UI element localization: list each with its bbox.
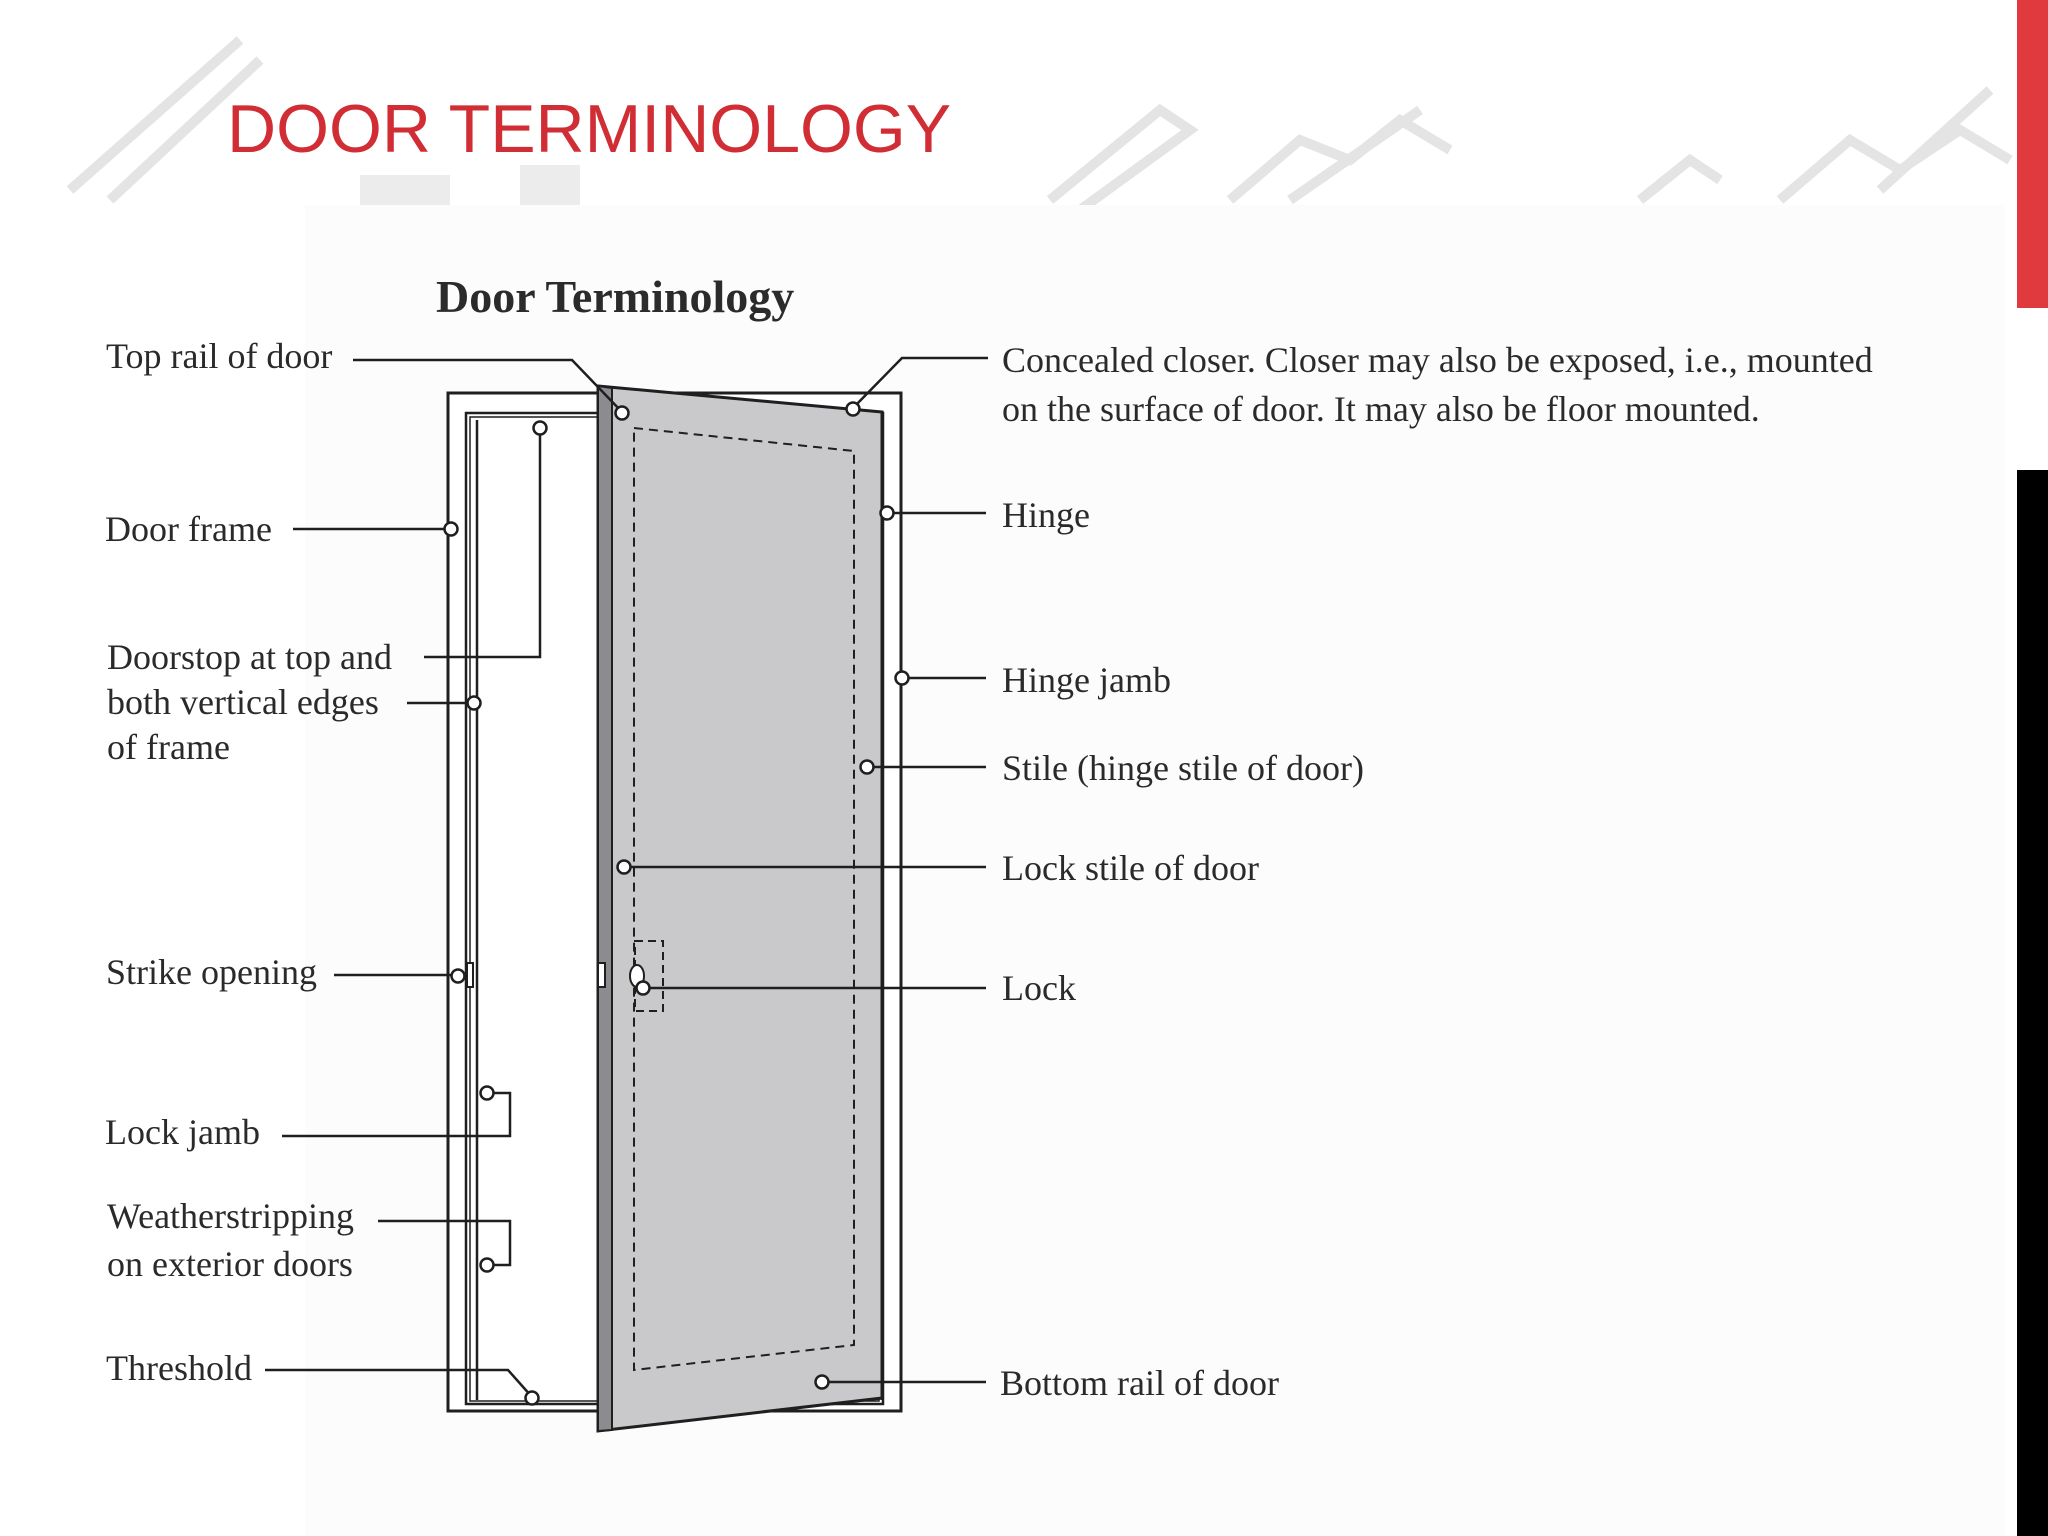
label-weatherstripping-line-2: on exterior doors (107, 1244, 353, 1284)
label-bottom-rail: Bottom rail of door (1000, 1363, 1279, 1403)
figure-title: Door Terminology (436, 271, 795, 322)
callout-points (443, 401, 910, 1406)
label-concealed-closer-line-1: Concealed closer. Closer may also be exp… (1002, 340, 1873, 380)
accent-bar-black (2017, 470, 2048, 1536)
label-lock-jamb: Lock jamb (105, 1112, 260, 1152)
label-concealed-closer-line-2: on the surface of door. It may also be f… (1002, 389, 1760, 429)
label-top-rail: Top rail of door (106, 336, 333, 376)
label-lock-stile: Lock stile of door (1002, 848, 1259, 888)
label-hinge-jamb: Hinge jamb (1002, 660, 1171, 700)
door-edge (597, 384, 613, 1433)
panel-outline (633, 426, 855, 1372)
accent-bar-red (2017, 0, 2048, 308)
label-lock: Lock (1002, 968, 1076, 1008)
label-weatherstripping-line-1: Weatherstripping (107, 1196, 355, 1236)
leader-lines (265, 356, 988, 1398)
background-pattern (66, 36, 2013, 210)
door-leaf (596, 384, 884, 1433)
label-hinge: Hinge (1002, 495, 1090, 535)
slide-title: DOOR TERMINOLOGY (227, 91, 952, 167)
label-doorstop-line-2: both vertical edges (107, 682, 379, 722)
label-strike-opening: Strike opening (106, 952, 317, 992)
label-stile: Stile (hinge stile of door) (1002, 748, 1364, 788)
label-threshold: Threshold (106, 1348, 252, 1388)
label-doorstop-line-1: Doorstop at top and (107, 637, 392, 677)
label-doorstop-line-3: of frame (107, 727, 230, 767)
label-door-frame: Door frame (105, 509, 272, 549)
